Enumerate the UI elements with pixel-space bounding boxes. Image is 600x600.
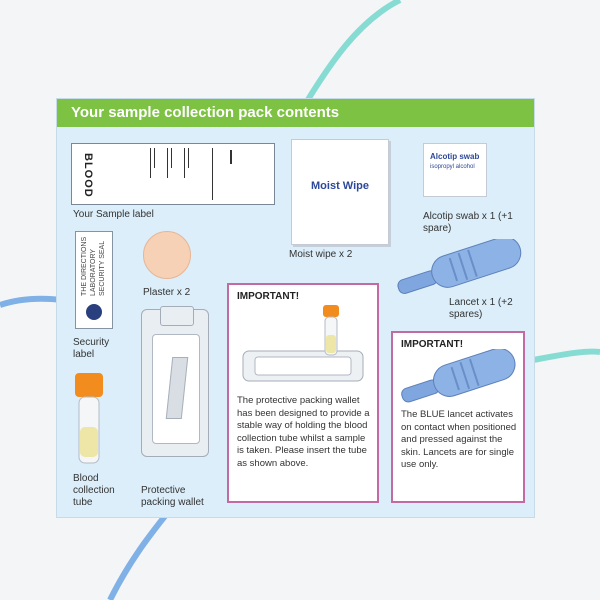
important-title: IMPORTANT! bbox=[401, 339, 464, 350]
plaster-caption: Plaster x 2 bbox=[143, 287, 191, 298]
wallet-caption: Protective packing wallet bbox=[141, 485, 204, 508]
alcotip-caption: Alcotip swab x 1 (+1 spare) bbox=[423, 211, 513, 234]
blood-tube-caption: Blood collection tube bbox=[73, 473, 115, 508]
sample-label-caption: Your Sample label bbox=[73, 209, 154, 220]
packing-wallet bbox=[141, 306, 209, 457]
sample-label-text: BLOOD bbox=[82, 152, 94, 198]
security-seal: THE DIRECTIONS LABORATORY SECURITY SEAL bbox=[75, 231, 113, 329]
lancet-caption: Lancet x 1 (+2 spares) bbox=[449, 297, 513, 320]
important-box-lancet: IMPORTANT! The BLUE lancet activates on … bbox=[391, 331, 525, 503]
alcotip-swab-pack: Alcotip swab isopropyl alcohol bbox=[423, 143, 487, 197]
wallet-with-tube-icon bbox=[242, 305, 364, 382]
important-box-wallet: IMPORTANT! The protective packing wallet… bbox=[227, 283, 379, 503]
moist-wipe-text: Moist Wipe bbox=[311, 180, 369, 192]
important-lancet-text: The BLUE lancet activates on contact whe… bbox=[401, 409, 517, 470]
alcotip-text: Alcotip swab bbox=[430, 152, 480, 161]
important-title: IMPORTANT! bbox=[237, 291, 300, 302]
important-wallet-text: The protective packing wallet has been d… bbox=[237, 395, 370, 469]
security-seal-text: THE DIRECTIONS LABORATORY SECURITY SEAL bbox=[81, 236, 106, 296]
security-label-caption: Security label bbox=[73, 337, 110, 360]
blood-tube-icon bbox=[75, 373, 103, 464]
seal-logo-icon bbox=[86, 304, 102, 320]
sample-label-card: BLOOD bbox=[71, 143, 275, 205]
lancet-icon bbox=[397, 239, 522, 294]
pack-contents-card: Your sample collection pack contents BLO… bbox=[56, 98, 535, 518]
card-title: Your sample collection pack contents bbox=[57, 99, 534, 127]
lancet-icon bbox=[401, 349, 516, 403]
plaster-icon bbox=[143, 231, 191, 279]
moist-wipe-caption: Moist wipe x 2 bbox=[289, 249, 353, 260]
moist-wipe-pack: Moist Wipe bbox=[291, 139, 389, 245]
alcotip-subtext: isopropyl alcohol bbox=[430, 164, 475, 170]
